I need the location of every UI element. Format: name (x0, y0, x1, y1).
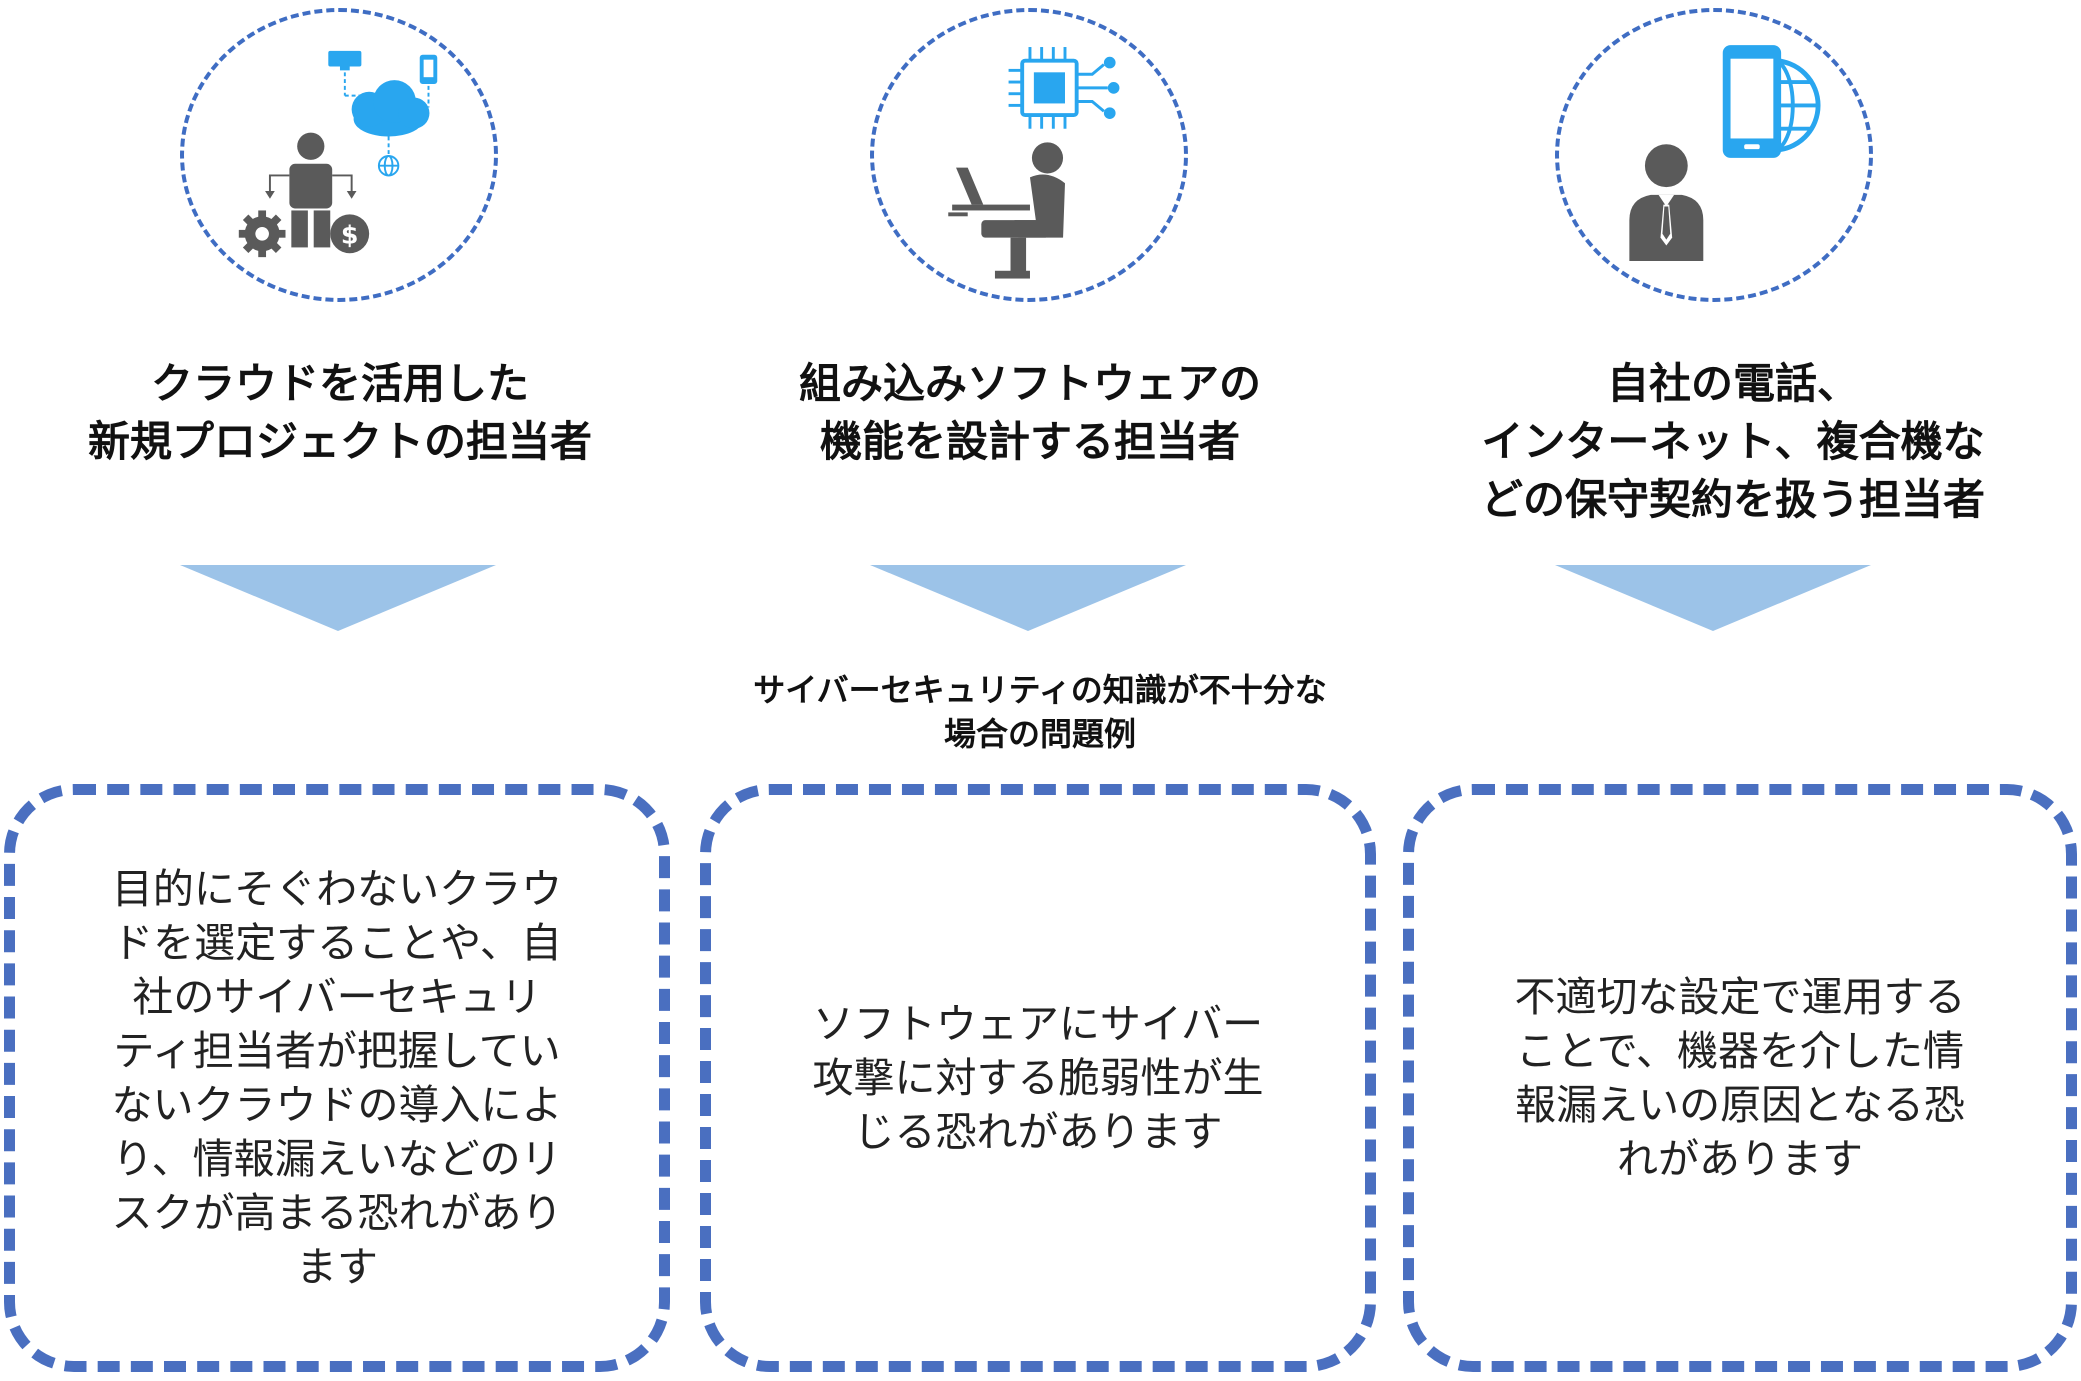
problem-caption: サイバーセキュリティの知識が不十分な 場合の問題例 (753, 671, 1327, 753)
icon-circle-mobile (1555, 8, 1873, 302)
role-title-1: クラウドを活用した 新規プロジェクトの担当者 (87, 359, 592, 466)
icon-circle-embedded (870, 8, 1188, 302)
embedded-software-engineer-icon (948, 47, 1120, 279)
icon-circle-cloud: $ (180, 8, 498, 302)
mobile-network-contract-person-icon (1629, 45, 1821, 262)
problem-box-2: ソフトウェアにサイバー 攻撃に対する脆弱性が生 じる恐れがあります (700, 784, 1376, 1372)
problem-box-1: 目的にそぐわないクラウ ドを選定することや、自 社のサイバーセキュリ ティ担当者… (4, 784, 670, 1372)
role-title-3: 自社の電話、 インターネット、複合機な どの保守契約を扱う担当者 (1480, 359, 1985, 524)
down-arrow-3 (1555, 565, 1871, 631)
cloud-project-person-icon: $ (238, 50, 438, 258)
svg-text:$: $ (341, 221, 359, 250)
problem-text-2: ソフトウェアにサイバー 攻撃に対する脆弱性が生 じる恐れがあります (812, 1000, 1264, 1156)
down-arrow-1 (180, 565, 496, 631)
problem-box-3: 不適切な設定で運用する ことで、機器を介した情 報漏えいの原因となる恐 れがあり… (1403, 784, 2077, 1372)
down-arrow-2 (870, 565, 1186, 631)
problem-text-3: 不適切な設定で運用する ことで、機器を介した情 報漏えいの原因となる恐 れがあり… (1514, 973, 1966, 1183)
role-title-2: 組み込みソフトウェアの 機能を設計する担当者 (798, 359, 1261, 466)
problem-text-1: 目的にそぐわないクラウ ドを選定することや、自 社のサイバーセキュリ ティ担当者… (111, 865, 563, 1291)
